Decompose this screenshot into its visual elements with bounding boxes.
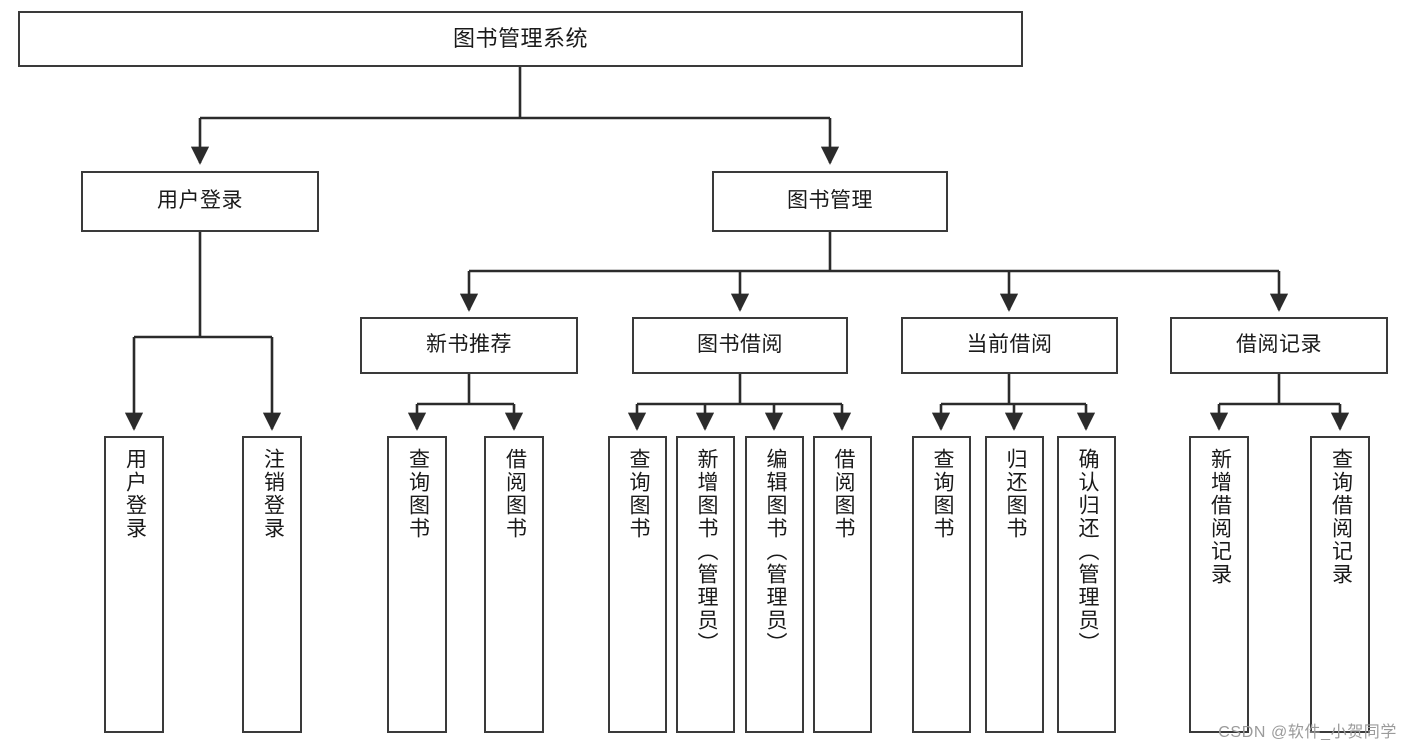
- node-leaf-add-borrow-record-label: 新增借阅记录: [1208, 448, 1232, 586]
- node-leaf-borrow-book-2[interactable]: 借阅图书: [813, 436, 872, 733]
- watermark-text: CSDN @软件_小贺同学: [1218, 724, 1397, 741]
- node-leaf-edit-book-label: 编辑图书（管理员）: [763, 448, 787, 655]
- node-leaf-query-book-3-label: 查询图书: [930, 448, 954, 540]
- node-user-login-label: 用户登录: [157, 189, 243, 213]
- node-leaf-query-book-2-label: 查询图书: [626, 448, 650, 540]
- node-leaf-query-book-3[interactable]: 查询图书: [912, 436, 971, 733]
- node-leaf-query-book-2[interactable]: 查询图书: [608, 436, 667, 733]
- node-current-borrow[interactable]: 当前借阅: [901, 317, 1118, 374]
- node-borrow-record[interactable]: 借阅记录: [1170, 317, 1388, 374]
- node-leaf-query-book-1[interactable]: 查询图书: [387, 436, 447, 733]
- node-root[interactable]: 图书管理系统: [18, 11, 1023, 67]
- node-leaf-edit-book[interactable]: 编辑图书（管理员）: [745, 436, 804, 733]
- node-leaf-user-login-label: 用户登录: [123, 448, 147, 540]
- node-new-book-recommend[interactable]: 新书推荐: [360, 317, 578, 374]
- node-book-borrow-label: 图书借阅: [697, 333, 783, 357]
- node-new-book-recommend-label: 新书推荐: [426, 333, 512, 357]
- node-borrow-record-label: 借阅记录: [1236, 333, 1322, 357]
- node-leaf-return-book-label: 归还图书: [1003, 448, 1027, 540]
- node-leaf-query-borrow-record[interactable]: 查询借阅记录: [1310, 436, 1370, 733]
- node-leaf-add-borrow-record[interactable]: 新增借阅记录: [1189, 436, 1249, 733]
- node-leaf-borrow-book-1-label: 借阅图书: [503, 448, 527, 540]
- node-current-borrow-label: 当前借阅: [966, 333, 1053, 357]
- node-leaf-confirm-return-label: 确认归还（管理员）: [1075, 448, 1099, 655]
- node-root-label: 图书管理系统: [452, 26, 588, 52]
- node-user-login[interactable]: 用户登录: [81, 171, 319, 232]
- node-leaf-user-login[interactable]: 用户登录: [104, 436, 164, 733]
- node-book-manage[interactable]: 图书管理: [712, 171, 948, 232]
- node-leaf-logout-login[interactable]: 注销登录: [242, 436, 302, 733]
- node-book-manage-label: 图书管理: [787, 189, 873, 213]
- node-leaf-add-book[interactable]: 新增图书（管理员）: [676, 436, 735, 733]
- node-leaf-logout-login-label: 注销登录: [261, 448, 285, 540]
- node-book-borrow[interactable]: 图书借阅: [632, 317, 848, 374]
- node-leaf-query-borrow-record-label: 查询借阅记录: [1329, 448, 1353, 586]
- node-leaf-borrow-book-1[interactable]: 借阅图书: [484, 436, 544, 733]
- node-leaf-confirm-return[interactable]: 确认归还（管理员）: [1057, 436, 1116, 733]
- node-leaf-return-book[interactable]: 归还图书: [985, 436, 1044, 733]
- node-leaf-add-book-label: 新增图书（管理员）: [694, 448, 718, 655]
- node-leaf-borrow-book-2-label: 借阅图书: [831, 448, 855, 540]
- node-leaf-query-book-1-label: 查询图书: [406, 448, 430, 540]
